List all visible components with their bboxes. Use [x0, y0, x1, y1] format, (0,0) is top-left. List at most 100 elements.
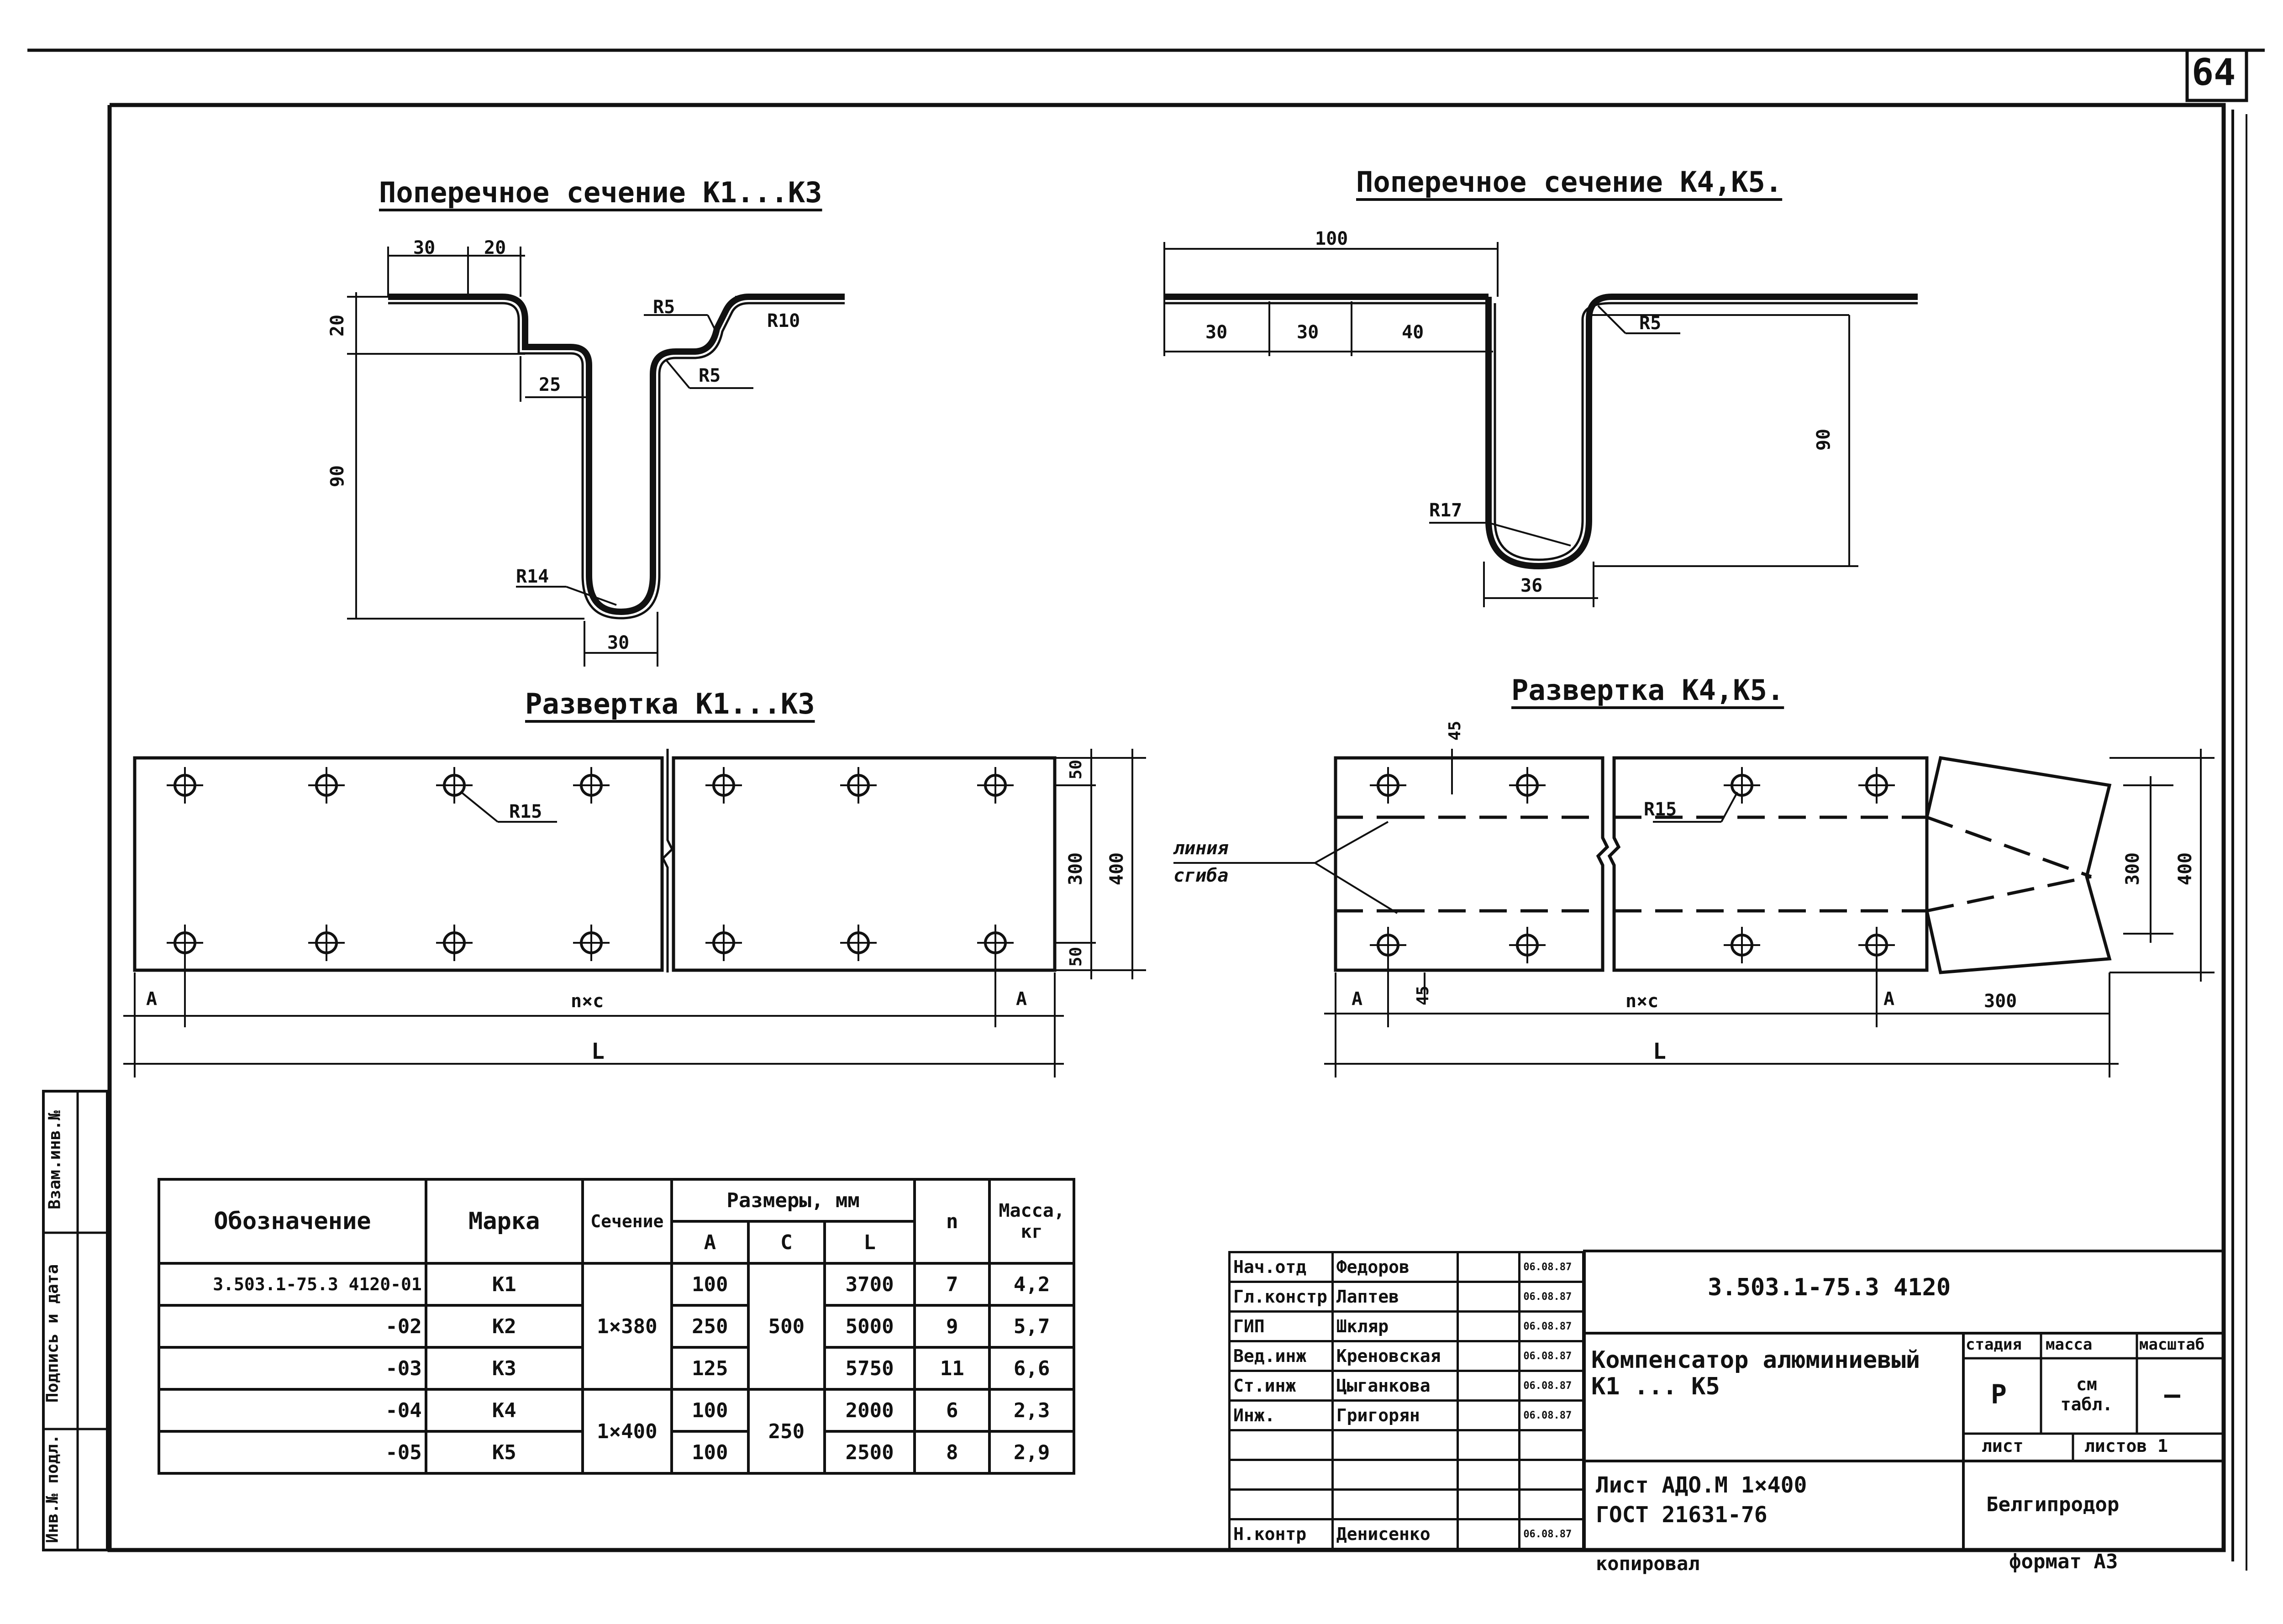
row-l: 3700 [823, 1262, 916, 1307]
title-block-row [1228, 1488, 1584, 1520]
radius-r5b: R5 [699, 365, 721, 386]
row-n: 8 [913, 1430, 991, 1475]
radius-r14: R14 [516, 566, 549, 587]
row-l: 2500 [823, 1430, 916, 1475]
title-block-name: Шкляр [1331, 1310, 1459, 1342]
header-sizes: Размеры, мм [670, 1178, 916, 1223]
radius-r15: R15 [509, 801, 542, 822]
title-block-date: 06.08.87 [1518, 1399, 1584, 1431]
title-block-date [1518, 1459, 1584, 1491]
row-designation: -02 [158, 1304, 427, 1349]
title-block-name [1331, 1459, 1459, 1491]
copied-label: копировал [1596, 1552, 1700, 1575]
row-a: 100 [670, 1430, 750, 1475]
row-a: 100 [670, 1388, 750, 1433]
title-block-signature [1457, 1459, 1521, 1491]
dim-a2-k4: A [1883, 988, 1895, 1009]
title-block-date [1518, 1429, 1584, 1461]
title-block-signature [1457, 1518, 1521, 1550]
title-block-role [1228, 1488, 1334, 1520]
title-block-date: 06.08.87 [1518, 1251, 1584, 1283]
header-c: C [747, 1220, 826, 1265]
title-block-signature [1457, 1310, 1521, 1342]
row-mark: К4 [424, 1388, 584, 1433]
title-development-k1-k3: Развертка К1...К3 [525, 687, 815, 720]
row-mass: 5,7 [988, 1304, 1075, 1349]
table-row: 3.503.1-75.3 4120-01 К1 1×380 100 500 37… [158, 1262, 1075, 1391]
row-mass: 2,9 [988, 1430, 1075, 1475]
title-block-date: 06.08.87 [1518, 1518, 1584, 1550]
title-block-name: Григорян [1331, 1399, 1459, 1431]
header-a: A [670, 1220, 750, 1265]
row-designation: 3.503.1-75.3 4120-01 [158, 1262, 427, 1307]
radius-r5-k4: R5 [1639, 313, 1662, 334]
row-designation: -03 [158, 1346, 427, 1391]
mass-value: см табл. [2060, 1374, 2113, 1414]
row-n: 11 [913, 1346, 991, 1391]
header-designation: Обозначение [158, 1178, 427, 1265]
dim-a1-k4: A [1352, 988, 1363, 1009]
dim-30b: 30 [607, 632, 630, 653]
row-designation: -05 [158, 1430, 427, 1475]
row-mass: 4,2 [988, 1262, 1075, 1307]
dim-300h: 300 [1984, 991, 2017, 1012]
sheet-label: лист [1982, 1436, 2024, 1456]
title-block-signature [1457, 1251, 1521, 1283]
material-1: Лист АДО.М 1×400 [1596, 1472, 1807, 1498]
dim-40: 40 [1402, 322, 1424, 343]
table-row: -04 К4 1×400 100 250 2000 6 2,3 [158, 1388, 1075, 1475]
row-n: 7 [913, 1262, 991, 1307]
sheets-label: листов 1 [2084, 1436, 2168, 1456]
format-label: формат А3 [2009, 1550, 2118, 1573]
item-name: Компенсатор алюминиевый К1 ... К5 [1591, 1347, 1957, 1400]
header-l: L [823, 1220, 916, 1265]
title-block-signature [1457, 1370, 1521, 1402]
c-2: 250 [747, 1388, 826, 1475]
dim-30a: 30 [1205, 322, 1228, 343]
dim-25: 25 [539, 374, 561, 395]
title-block-name [1331, 1429, 1459, 1461]
material-2: ГОСТ 21631-76 [1596, 1502, 1767, 1528]
organization: Белгипродор [1986, 1493, 2120, 1516]
title-block-role: Инж. [1228, 1399, 1334, 1431]
dim-30b-k4: 30 [1297, 322, 1319, 343]
header-mass: Масса, кг [988, 1178, 1075, 1265]
radius-r10: R10 [767, 310, 800, 331]
title-block-date: 06.08.87 [1518, 1370, 1584, 1402]
title-block-signature [1457, 1340, 1521, 1372]
title-block-name [1331, 1488, 1459, 1520]
radius-r5a: R5 [653, 297, 675, 318]
specification-table: Обозначение Марка Сечение Размеры, мм n … [158, 1178, 1075, 1475]
title-block-date: 06.08.87 [1518, 1340, 1584, 1372]
title-block-role: Вед.инж [1228, 1340, 1334, 1372]
row-a: 125 [670, 1346, 750, 1391]
title-cross-section-k1-k3: Поперечное сечение К1...К3 [379, 176, 822, 209]
title-block-signature [1457, 1399, 1521, 1431]
title-block-signature [1457, 1429, 1521, 1461]
row-mark: К3 [424, 1346, 584, 1391]
row-a: 250 [670, 1304, 750, 1349]
title-block-role: Ст.инж [1228, 1370, 1334, 1402]
scale-label: масштаб [2139, 1335, 2205, 1354]
row-n: 9 [913, 1304, 991, 1349]
header-mark: Марка [424, 1178, 584, 1265]
scale-value: — [2164, 1379, 2180, 1410]
dim-nxc-k4: n×c [1625, 991, 1659, 1012]
row-a: 100 [670, 1262, 750, 1307]
title-block-name: Денисенко [1331, 1518, 1459, 1550]
header-section: Сечение [581, 1178, 673, 1265]
stage-label: стадия [1966, 1335, 2022, 1354]
row-n: 6 [913, 1388, 991, 1433]
row-l: 2000 [823, 1388, 916, 1433]
radius-r17: R17 [1429, 500, 1462, 521]
title-block-name: Креновская [1331, 1340, 1459, 1372]
